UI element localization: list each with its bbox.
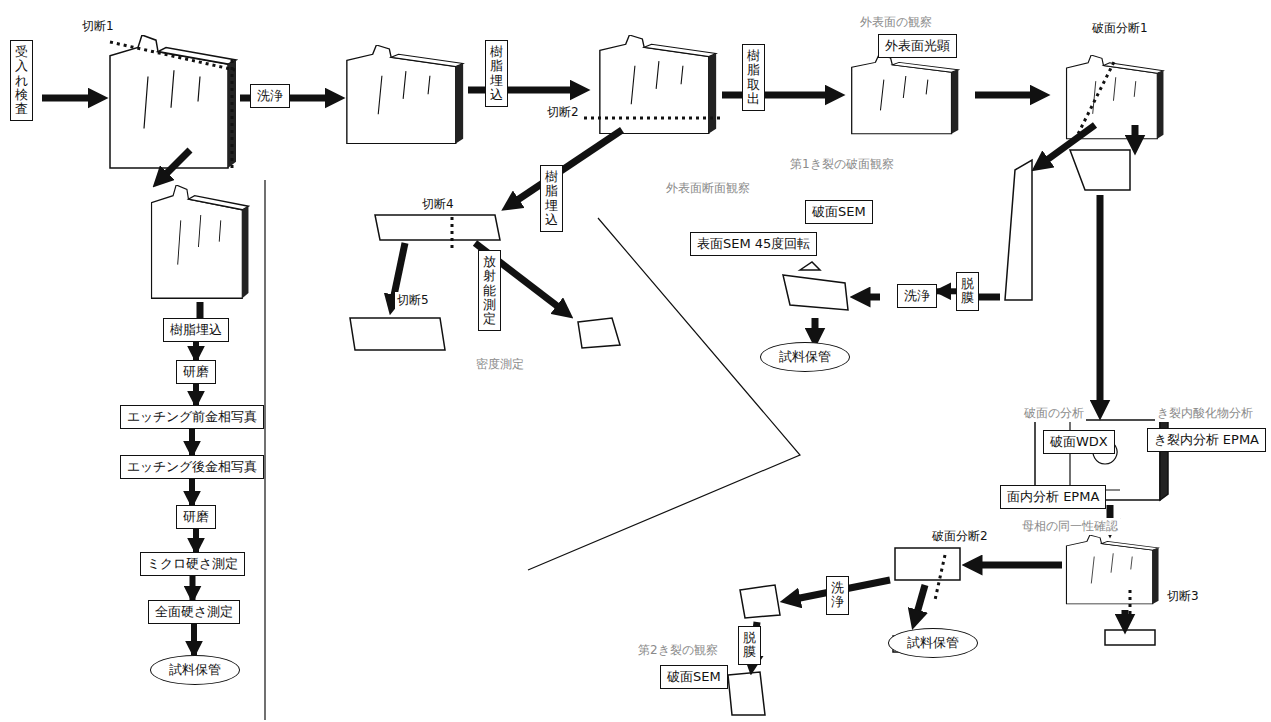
flow-arrow (193, 529, 199, 552)
storage-ellipse: 試料保管 (760, 342, 850, 372)
box-text: エッチング後金相写真 (127, 459, 257, 474)
flow-arrow (190, 576, 196, 600)
process-box: 表面SEM 45度回転 (690, 232, 817, 256)
box-text: 試料保管 (779, 349, 831, 364)
step-heading: 密度測定 (474, 356, 526, 373)
process-box: 破面SEM (660, 665, 728, 689)
step-heading: き裂内酸化物分析 (1155, 405, 1255, 422)
box-text: き裂内分析 EPMA (1154, 432, 1259, 447)
box-text: ミクロ硬さ測定 (147, 556, 238, 571)
box-text: 面内分析 EPMA (1007, 489, 1099, 504)
box-text: 洗浄 (257, 88, 283, 103)
box-text: 外表面光顕 (885, 38, 950, 53)
box-text: エッチング前金相写真 (127, 409, 257, 424)
box-text: 洗浄 (831, 581, 844, 610)
flow-arrow (189, 429, 195, 455)
cut-label: 切断4 (420, 196, 456, 213)
flow-arrow (937, 288, 956, 294)
process-box: 研磨 (176, 505, 216, 529)
box-text: 全面硬さ測定 (155, 604, 233, 619)
box-text: 受入れ検査 (15, 45, 28, 116)
storage-ellipse: 試料保管 (150, 655, 240, 685)
cut-label: 破面分断2 (930, 528, 990, 545)
cut-label: 切断5 (395, 292, 431, 309)
step-heading: 外表面断面観察 (664, 180, 752, 197)
box-text: 放射能測定 (483, 255, 496, 326)
process-box: 樹脂埋込 (485, 40, 508, 107)
process-box: 樹脂取出 (742, 44, 765, 111)
cut-label: 破面分断1 (1090, 20, 1150, 37)
box-text: 試料保管 (907, 635, 959, 650)
process-box: 放射能測定 (478, 250, 501, 331)
flow-arrow (193, 384, 199, 405)
box-text: 破面WDX (1050, 434, 1108, 449)
process-box: 破面SEM (805, 200, 873, 224)
step-heading: 外表面の観察 (858, 14, 934, 31)
process-box: き裂内分析 EPMA (1147, 428, 1266, 452)
box-text: 脱膜 (961, 277, 974, 306)
box-text: 洗浄 (904, 288, 930, 303)
process-box: 面内分析 EPMA (1000, 485, 1106, 509)
process-box: 樹脂埋込 (163, 318, 229, 342)
box-text: 研磨 (183, 364, 209, 379)
box-text: 破面SEM (812, 204, 866, 219)
process-box: 破面WDX (1043, 430, 1115, 454)
box-text: 樹脂埋込 (170, 322, 222, 337)
box-text: 試料保管 (169, 662, 221, 677)
process-box: 全面硬さ測定 (148, 600, 240, 624)
process-box: 外表面光顕 (878, 34, 957, 58)
process-box: 脱膜 (738, 626, 761, 665)
step-heading: 破面の分析 (1022, 405, 1086, 422)
cut-label: 切断3 (1165, 588, 1201, 605)
process-box: 研磨 (176, 360, 216, 384)
step-heading: 母相の同一性確認 (1020, 518, 1120, 535)
flow-arrow (193, 342, 199, 360)
flow-arrow (191, 624, 197, 655)
flow-arrow (189, 479, 195, 505)
process-box: 樹脂埋込 (540, 165, 563, 232)
box-text: 破面SEM (667, 669, 721, 684)
box-text: 樹脂取出 (747, 49, 760, 106)
step-heading: 第1き裂の破面観察 (788, 156, 896, 173)
storage-ellipse: 試料保管 (888, 628, 978, 658)
process-box: ミクロ硬さ測定 (140, 552, 245, 576)
process-box: エッチング後金相写真 (120, 455, 264, 479)
box-text: 表面SEM 45度回転 (697, 236, 810, 251)
cut-label: 切断1 (80, 18, 116, 35)
step-heading: 第2き裂の観察 (636, 642, 720, 659)
cut-label: 切断2 (545, 104, 581, 121)
process-box: 脱膜 (956, 272, 979, 311)
process-box: 洗浄 (250, 84, 290, 108)
process-box: 洗浄 (897, 284, 937, 308)
box-text: 脱膜 (743, 631, 756, 660)
box-text: 樹脂埋込 (545, 170, 558, 227)
box-text: 研磨 (183, 509, 209, 524)
process-box: 洗浄 (826, 576, 849, 615)
process-box: 受入れ検査 (10, 40, 33, 121)
box-text: 樹脂埋込 (490, 45, 503, 102)
process-box: エッチング前金相写真 (120, 405, 264, 429)
